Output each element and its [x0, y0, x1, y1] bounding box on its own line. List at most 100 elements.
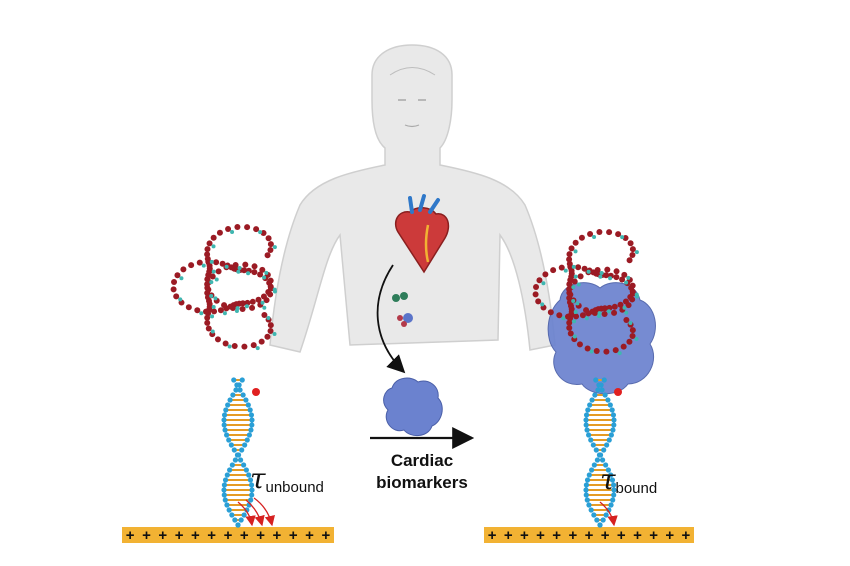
- aptamer-pair-bead: [210, 314, 215, 319]
- dna-backbone-bead: [584, 497, 590, 503]
- charge-symbol: +: [633, 527, 642, 544]
- aptamer-bead: [617, 301, 624, 308]
- aptamer-bead: [251, 263, 258, 270]
- charge-symbol: +: [126, 527, 135, 544]
- tau-subscript: bound: [615, 480, 658, 497]
- aptamer-pair-bead: [634, 337, 639, 342]
- dna-backbone-bead: [226, 507, 232, 513]
- charge-symbol: +: [256, 527, 265, 544]
- redox-reporter: [614, 388, 622, 396]
- dna-backbone-bead: [224, 432, 230, 438]
- aptamer-bead: [202, 308, 209, 315]
- dna-backbone-bead: [249, 417, 255, 423]
- dna-backbone-bead: [586, 472, 592, 478]
- charge-symbol: +: [142, 527, 151, 544]
- aptamer-pair-bead: [178, 297, 183, 302]
- release-arrow: [376, 264, 406, 374]
- aptamer-bead: [264, 252, 271, 259]
- aptamer-bead: [205, 325, 212, 332]
- aptamer-bead: [249, 304, 256, 311]
- aptamer-bead: [251, 269, 258, 276]
- dna-backbone-bead: [244, 437, 250, 443]
- aptamer-bead: [596, 229, 603, 236]
- aptamer-bead: [241, 343, 248, 350]
- aptamer-bead: [221, 302, 228, 309]
- dna-backbone-bead: [248, 427, 254, 433]
- aptamer-pair-bead: [584, 316, 589, 321]
- aptamer-pair-bead: [209, 293, 214, 298]
- dna-backbone-bead: [608, 502, 614, 508]
- aptamer-bead: [606, 229, 613, 236]
- aptamer-pair-bead: [209, 259, 214, 264]
- aptamer-pair-bead: [272, 332, 277, 337]
- aptamer-pair-bead: [573, 249, 578, 254]
- aptamer-pair-bead: [576, 282, 581, 287]
- dna-backbone-bead: [611, 492, 617, 498]
- aptamer-pair-bead: [179, 276, 184, 281]
- dna-backbone-bead: [602, 392, 608, 398]
- dna-backbone-bead: [584, 427, 590, 433]
- aptamer-pair-bead: [199, 311, 204, 316]
- charge-symbol: +: [273, 527, 282, 544]
- dna-backbone-bead: [593, 447, 599, 453]
- aptamer-unbound: [170, 224, 277, 528]
- aptamer-pair-bead: [209, 280, 214, 285]
- dna-backbone-bead: [244, 507, 250, 513]
- aptamer-pair-bead: [262, 275, 267, 280]
- electron-transfer-arrow-right: [599, 501, 618, 527]
- dna-backbone-bead: [609, 477, 616, 483]
- dna-backbone-bead: [248, 497, 254, 503]
- dna-backbone-bead: [229, 462, 235, 468]
- aptamer-bead: [241, 267, 248, 274]
- dna-backbone-bead: [247, 477, 254, 483]
- aptamer-bead: [566, 251, 573, 258]
- aptamer-pair-bead: [571, 285, 576, 290]
- dna-backbone-bead: [611, 422, 617, 428]
- dna-backbone-bead: [227, 467, 233, 473]
- aptamer-bead: [626, 338, 633, 345]
- dna-backbone-bead: [239, 447, 245, 453]
- charge-symbol: +: [158, 527, 167, 544]
- aptamer-bead: [584, 345, 591, 352]
- aptamer-pair-bead: [589, 349, 594, 354]
- dna-backbone-bead: [608, 432, 614, 438]
- dna-backbone-bead: [591, 462, 597, 468]
- dna-backbone-bead: [225, 402, 231, 408]
- dna-backbone-bead: [608, 472, 614, 478]
- aptamer-bead: [260, 230, 267, 237]
- dna-backbone-bead: [600, 517, 606, 523]
- aptamer-bead: [214, 336, 221, 343]
- aptamer-bead: [564, 313, 571, 320]
- dna-backbone-bead: [249, 487, 255, 493]
- aptamer-pair-bead: [540, 302, 545, 307]
- aptamer-bead: [205, 286, 212, 293]
- aptamer-bead: [231, 343, 238, 350]
- aptamer-bead: [542, 271, 549, 278]
- dna-backbone-bead: [599, 387, 605, 393]
- aptamer-bead: [215, 268, 222, 275]
- aptamer-pair-bead: [246, 271, 251, 276]
- dna-backbone-bead: [235, 452, 242, 458]
- dna-backbone-bead: [586, 432, 592, 438]
- dna-backbone-bead: [249, 422, 255, 428]
- aptamer-bead: [217, 307, 224, 314]
- aptamer-bead: [622, 235, 629, 242]
- aptamer-pair-bead: [573, 310, 578, 315]
- dna-backbone-bead: [242, 442, 248, 448]
- aptamer-pair-bead: [620, 235, 625, 240]
- cardiac-biomarkers-label: Cardiac biomarkers: [352, 450, 492, 494]
- charge-symbol: +: [585, 527, 594, 544]
- aptamer-pair-bead: [272, 245, 277, 250]
- aptamer-pair-bead: [624, 280, 629, 285]
- dna-backbone-bead: [232, 517, 238, 523]
- dna-backbone-bead: [601, 377, 607, 383]
- tau-symbol: τ: [600, 463, 616, 496]
- aptamer-pair-bead: [211, 305, 216, 310]
- dna-backbone-bead: [245, 402, 251, 408]
- label-line-1: Cardiac: [390, 451, 454, 470]
- aptamer-pair-bead: [234, 309, 239, 314]
- aptamer-bead: [244, 224, 251, 231]
- electron-transfer-arrows-left: [237, 497, 275, 527]
- aptamer-bead: [204, 251, 211, 258]
